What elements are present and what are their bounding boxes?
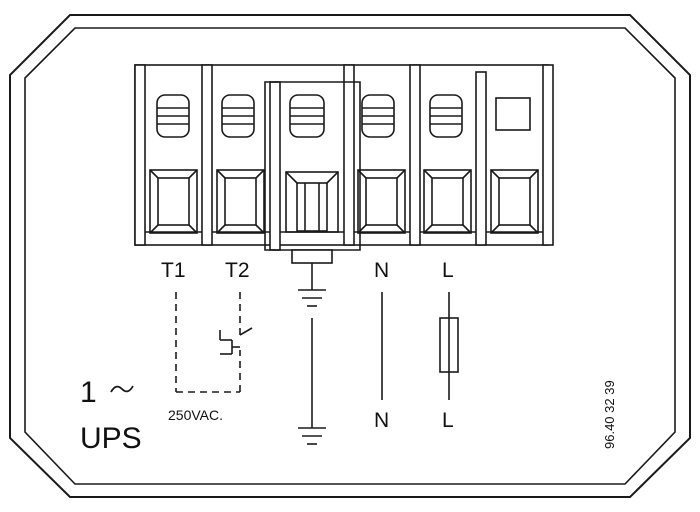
terminal-block <box>134 64 554 264</box>
clamp-window-earth <box>285 171 339 233</box>
screw-slot <box>429 94 463 138</box>
screw-slot <box>289 94 325 138</box>
drawing-number: 96.40 32 39 <box>602 380 617 449</box>
screw-slot <box>221 94 255 138</box>
inner-frame <box>24 27 676 485</box>
conductor-label-l: L <box>442 409 454 432</box>
terminal-label-l: L <box>442 259 454 282</box>
screw-slot <box>156 94 190 138</box>
thermal-switch-symbol <box>219 327 253 355</box>
ground-symbol <box>298 408 326 445</box>
clamp-window <box>423 169 472 234</box>
screw-slot <box>361 94 395 138</box>
empty-slot <box>495 97 531 131</box>
voltage-label: 250VAC. <box>168 407 223 423</box>
clamp-window <box>357 169 406 234</box>
ground-symbol <box>298 289 326 307</box>
thermal-switch-circuit <box>175 292 241 393</box>
terminal-label-t1: T1 <box>161 259 186 282</box>
clamp-window <box>149 169 198 234</box>
terminal-label-n: N <box>374 259 389 282</box>
phase-count-label: 1 <box>80 376 97 409</box>
outer-frame <box>9 14 691 498</box>
clamp-window <box>216 169 265 234</box>
conductor-label-n: N <box>374 409 389 432</box>
terminal-label-t2: T2 <box>225 259 250 282</box>
line-conductor <box>439 292 459 400</box>
earth-conductor <box>298 263 326 445</box>
product-label: UPS <box>80 422 142 455</box>
clamp-window <box>490 169 539 234</box>
phase-symbol <box>110 385 134 393</box>
